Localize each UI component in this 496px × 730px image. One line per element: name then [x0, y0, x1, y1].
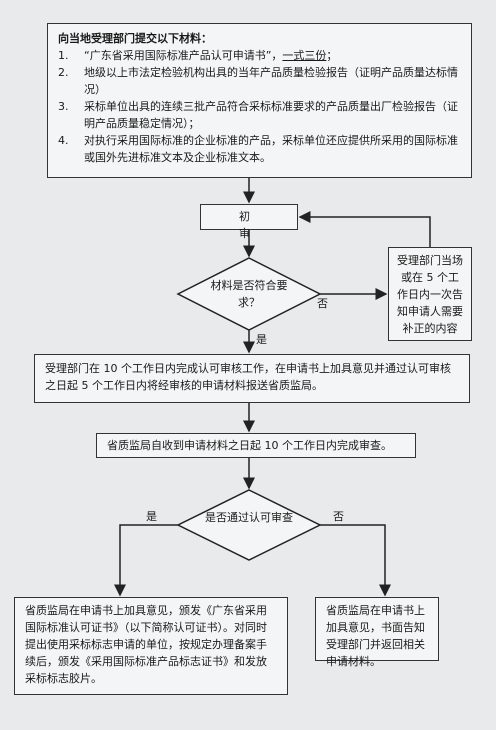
decision1-yes-label: 是	[256, 333, 267, 346]
item-number: 1.	[58, 49, 69, 62]
item-number: 4.	[58, 134, 69, 147]
item-text: 采标单位出具的连续三批产品符合采标标准要求的产品质量出厂检验报告（证明产品质量稳…	[84, 100, 458, 130]
item-text: “广东省采用国际标准产品认可申请书”，一式三份；	[84, 49, 338, 62]
decision2-label: 是否通过认可审查	[205, 511, 293, 524]
item-text: 对执行采用国际标准的企业标准的产品，采标单位还应提供所采用的国际标准或国外先进标…	[84, 134, 458, 164]
arrow-notify-to-initial	[298, 211, 431, 247]
materials-list: 1. “广东省采用国际标准产品认可申请书”，一式三份； 2. 地级以上市法定检验…	[58, 47, 461, 166]
initial-review-box: 初审	[200, 204, 298, 240]
materials-item: 3. 采标单位出具的连续三批产品符合采标标准要求的产品质量出厂检验报告（证明产品…	[58, 98, 461, 132]
materials-item: 4. 对执行采用国际标准的企业标准的产品，采标单位还应提供所采用的国际标准或国外…	[58, 132, 461, 166]
issue-certificate-box: 省质监局在申请书上加具意见，颁发《广东省采用国际标准认可证书》（以下简称认可证书…	[14, 597, 288, 695]
materials-box: 向当地受理部门提交以下材料： 1. “广东省采用国际标准产品认可申请书”，一式三…	[47, 23, 472, 178]
reject-box: 省质监局在申请书上加具意见，书面告知受理部门并返回相关申请材料。	[315, 597, 439, 668]
item-number: 2.	[58, 66, 69, 79]
materials-item: 2. 地级以上市法定检验机构出具的当年产品质量检验报告（证明产品质量达标情况）	[58, 64, 461, 98]
item-number: 3.	[58, 100, 69, 113]
notify-box: 受理部门当场或在 5 个工作日内一次告知申请人需要补正的内容	[388, 247, 472, 341]
decision2-yes-label: 是	[146, 510, 157, 523]
decision1-label: 材料是否符合要求？	[210, 279, 288, 309]
decision2-diamond	[176, 489, 322, 561]
provincial-review-box: 省质监局自收到申请材料之日起 10 个工作日内完成审查。	[96, 433, 416, 458]
decision1-no-label: 否	[317, 297, 328, 310]
decision2-no-label: 否	[333, 510, 344, 523]
arrow-decision2-yes	[114, 524, 178, 597]
materials-title: 向当地受理部门提交以下材料：	[58, 32, 212, 45]
arrow-decision2-no	[320, 524, 391, 597]
forward-box: 受理部门在 10 个工作日内完成认可审核工作，在申请书上加具意见并通过认可审核之…	[34, 354, 470, 403]
item-text: 地级以上市法定检验机构出具的当年产品质量检验报告（证明产品质量达标情况）	[84, 66, 458, 96]
materials-item: 1. “广东省采用国际标准产品认可申请书”，一式三份；	[58, 47, 461, 64]
